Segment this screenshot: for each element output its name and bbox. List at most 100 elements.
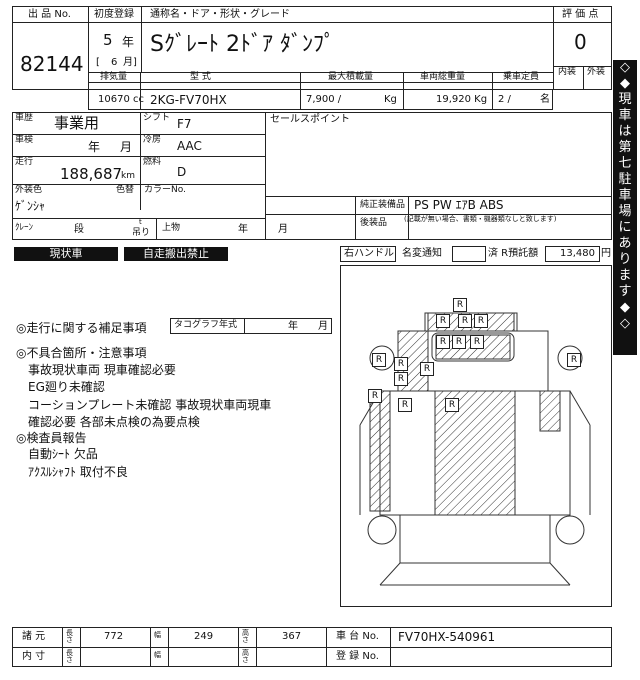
max-load-label: 最大積載量 xyxy=(328,72,374,82)
inspection-year: 年 xyxy=(88,140,101,154)
genjousha-badge: 現状車 xyxy=(14,247,118,261)
inner-height-label: 高さ xyxy=(242,649,249,664)
tacho-year: 年 xyxy=(288,321,298,332)
chassis-lower xyxy=(399,514,551,564)
gross-weight-label: 車両総重量 xyxy=(420,72,466,82)
shift-label: シフト xyxy=(143,113,171,123)
inspection-label: 車検 xyxy=(15,135,34,145)
displacement: 10670 cc xyxy=(98,94,144,105)
interior-grade-label: 内装 xyxy=(558,67,577,77)
capacity-unit: 名 xyxy=(540,94,550,105)
name-change-label: 名変通知 xyxy=(402,248,442,259)
repair-marker: R xyxy=(470,335,484,349)
side-banner-char: は xyxy=(618,124,632,139)
mileage-label: 走行 xyxy=(15,157,34,167)
grade-value: 0 xyxy=(574,30,587,54)
side-banner-char: ◆ xyxy=(620,76,630,91)
lot-label: 出 品 No. xyxy=(28,9,71,20)
front-right-wheel xyxy=(557,345,583,371)
recycle-unit: 円 xyxy=(601,248,611,259)
max-load: 7,900 / xyxy=(306,94,342,105)
side-banner-char: 現 xyxy=(618,92,632,107)
rear-left-wheel xyxy=(367,515,397,545)
tacho-label: タコグラフ年式 xyxy=(174,320,238,330)
side-banner-char: ◆ xyxy=(620,300,630,315)
jisou-kinshi-badge: 自走搬出禁止 xyxy=(124,247,228,261)
height-label: 高さ xyxy=(242,629,249,644)
car-name: Sｸﾞﾚｰﾄ 2ﾄﾞｱ ﾀﾞﾝﾌﾟ xyxy=(150,32,335,57)
recycle-box xyxy=(545,246,600,262)
side-banner-char: 七 xyxy=(618,156,632,171)
recycle-amount: 13,480 xyxy=(560,248,595,259)
length-label: 長さ xyxy=(66,629,73,644)
height: 367 xyxy=(282,631,302,642)
rear-right-wheel xyxy=(555,515,585,545)
model: 2KG-FV70HX xyxy=(150,93,227,107)
side-banner-char: 車 xyxy=(618,188,632,203)
side-banner-char: ◇ xyxy=(620,60,630,75)
side-banner: ◇◆現車は第七駐車場にあります◆◇ xyxy=(613,60,637,355)
model-label: 型 式 xyxy=(190,72,211,82)
ac: AAC xyxy=(177,139,202,153)
repair-marker: R xyxy=(394,372,408,386)
inspection-month: 月 xyxy=(120,140,133,154)
mileage-unit: km xyxy=(121,171,135,181)
side-banner-char: 場 xyxy=(618,204,632,219)
length: 772 xyxy=(104,631,124,642)
recycle-label: 済 R預託額 xyxy=(488,248,539,259)
driving-notes-title: ◎走行に関する補足事項 xyxy=(16,321,147,335)
first-reg-month: 6 xyxy=(111,57,118,68)
side-banner-char: 第 xyxy=(618,140,632,155)
side-banner-char: あ xyxy=(618,236,632,251)
repair-marker: R xyxy=(368,389,382,403)
width-label: 幅 xyxy=(154,631,161,639)
repair-marker: R xyxy=(452,335,466,349)
chassis-label: 車 台 No. xyxy=(336,631,379,642)
fuel: D xyxy=(177,165,187,179)
car-name-label: 通称名・ドア・形状・グレード xyxy=(150,9,290,20)
std-equip-label: 純正装備品 xyxy=(360,200,406,210)
repair-marker: R xyxy=(420,362,434,376)
info-frame xyxy=(12,112,612,240)
defect-line-4: 確認必要 各部未点検の為要点検 xyxy=(28,415,200,429)
defect-line-2: EG廻り未確認 xyxy=(28,380,105,394)
windshield xyxy=(431,332,515,362)
reg-label: 登 録 No. xyxy=(336,651,379,662)
aftermarket-label: 後装品 xyxy=(360,218,388,228)
tacho-box xyxy=(170,318,332,334)
inspector-line-1: 自動ｼｰﾄ 欠品 xyxy=(28,447,98,461)
first-reg-label: 初度登録 xyxy=(94,9,134,20)
fuel-label: 燃料 xyxy=(143,157,162,167)
diagram-frame xyxy=(340,265,612,607)
joubutsu-label: 上物 xyxy=(162,223,181,233)
crane-label: ｸﾚｰﾝ xyxy=(15,223,34,233)
defect-line-1: 事故現状車両 現車確認必要 xyxy=(28,363,176,377)
side-banner-char: ま xyxy=(618,268,632,283)
inner-length-label: 長さ xyxy=(66,649,73,664)
first-reg-month-open: [ xyxy=(96,57,100,68)
damage-left-rail xyxy=(369,390,391,512)
repair-marker: R xyxy=(436,314,450,328)
gross-weight: 19,920 Kg xyxy=(436,94,488,105)
repair-marker: R xyxy=(372,353,386,367)
repair-marker: R xyxy=(445,398,459,412)
inner-width-label: 幅 xyxy=(154,651,161,659)
ext-color-label: 外装色 xyxy=(15,185,43,195)
defect-line-3: コーションプレート未確認 事故現状車両現車 xyxy=(28,398,272,412)
history-label: 車歴 xyxy=(15,113,34,123)
dims-label: 諸 元 xyxy=(22,631,46,642)
side-banner-char: ◇ xyxy=(620,316,630,331)
tacho-month: 月 xyxy=(318,321,328,332)
side-banner-char: り xyxy=(618,252,632,267)
aftermarket-note: (記載が無い場合、書類・機器類なしと致します) xyxy=(404,215,557,223)
crane-stages: 段 xyxy=(74,224,84,235)
header-frame xyxy=(12,6,612,90)
first-reg-month-unit: 月] xyxy=(123,57,137,68)
side-banner-char: に xyxy=(618,220,632,235)
handle: 右ハンドル xyxy=(344,248,394,259)
grade-label: 評 価 点 xyxy=(562,9,599,20)
ext-color: ｹﾞﾝｼｬ xyxy=(15,199,46,213)
capacity-label: 乗車定員 xyxy=(503,72,540,82)
repair-marker: R xyxy=(453,298,467,312)
shift: F7 xyxy=(177,117,192,131)
